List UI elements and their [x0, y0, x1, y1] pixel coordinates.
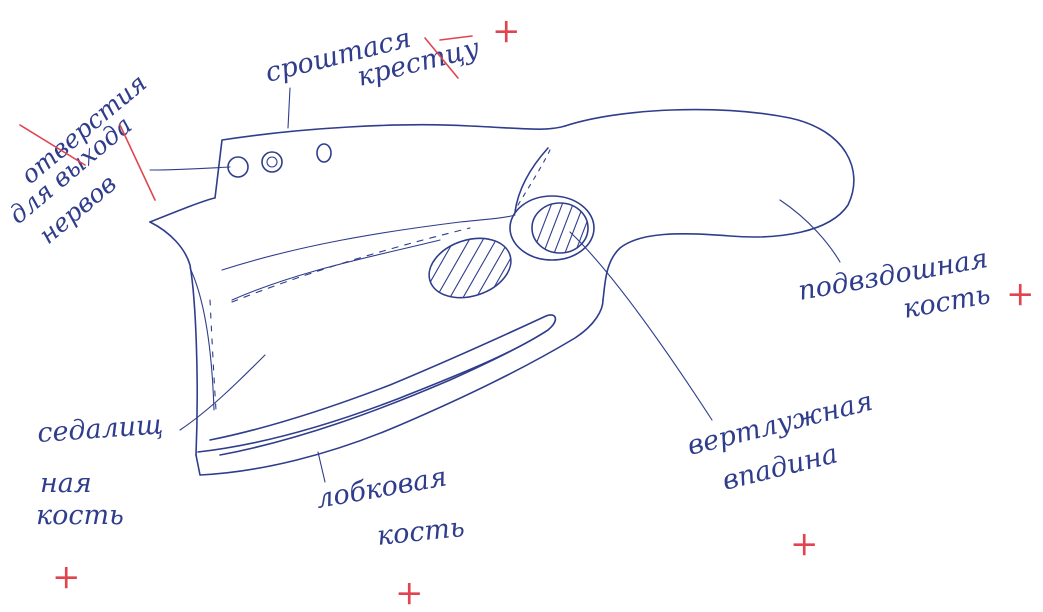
- label-ischium-line1: седалищ: [36, 409, 164, 449]
- grade-mark-3: +: [790, 524, 819, 564]
- dashed-ridge: [232, 228, 470, 302]
- label-acetabulum-line1: вертлужная: [684, 386, 876, 462]
- leader-acetabulum: [570, 232, 712, 420]
- ischium-lower-outline: [196, 300, 603, 475]
- label-ischium-line3: кость: [36, 500, 124, 531]
- label-ischium-line2: ная: [40, 468, 92, 499]
- interior-ridge-lower: [232, 240, 440, 300]
- labels: сроштася крестцу отверстия для выхода не…: [3, 23, 992, 552]
- acetabulum: [510, 195, 595, 266]
- pubic-ramus-slot: [210, 315, 555, 455]
- dorsal-edge: [150, 125, 565, 222]
- label-pubis-line1: лобковая: [314, 461, 449, 514]
- grade-marks: + + + + +: [20, 11, 1035, 612]
- leader-pubis: [318, 452, 325, 482]
- grade-mark-1: +: [492, 11, 521, 51]
- ilium-wing-outline: [565, 110, 854, 300]
- sacral-foramina: [228, 144, 331, 177]
- leader-ischium: [180, 355, 265, 430]
- label-pubis-line2: кость: [375, 512, 466, 552]
- leader-ilium: [780, 200, 840, 262]
- leader-sacrum: [288, 88, 290, 128]
- grade-mark-5: +: [395, 573, 424, 612]
- grade-mark-2: +: [1006, 274, 1035, 314]
- strike-openings-2: [120, 125, 155, 200]
- grade-mark-4: +: [52, 557, 81, 597]
